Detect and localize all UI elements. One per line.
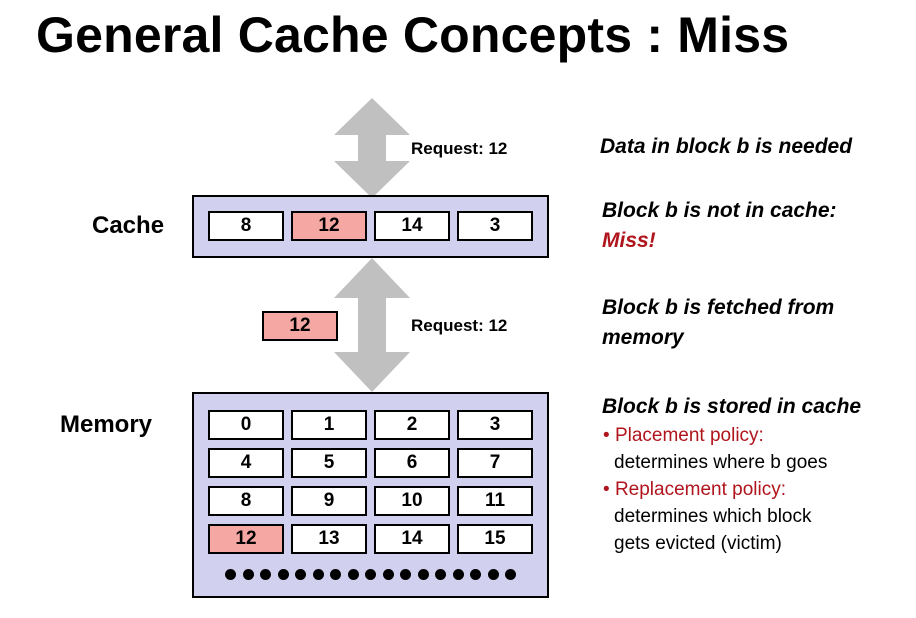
ellipsis-dot-icon	[417, 569, 429, 580]
placement-policy-body: determines where b goes	[614, 452, 828, 473]
replacement-policy-body-1: determines which block	[614, 506, 812, 527]
ellipsis-dot-icon	[347, 569, 359, 580]
note-fetched-line-2: memory	[602, 326, 684, 349]
replacement-policy-item: • Replacement policy:	[603, 477, 786, 503]
replacement-policy-body-2: gets evicted (victim)	[614, 533, 782, 554]
cache-block-cell: 12	[291, 211, 367, 241]
memory-block-cell: 14	[374, 524, 450, 554]
memory-block-cell: 7	[457, 448, 533, 478]
memory-block-cell: 13	[291, 524, 367, 554]
ellipsis-dot-icon	[330, 569, 341, 580]
memory-block-cell: 11	[457, 486, 533, 516]
cache-block-cell: 14	[374, 211, 450, 241]
ellipsis-dot-icon	[295, 569, 306, 580]
memory-block-cell: 5	[291, 448, 367, 478]
cache-block-cell: 8	[208, 211, 284, 241]
memory-label: Memory	[60, 411, 153, 438]
replacement-policy-heading: Replacement policy:	[614, 479, 787, 500]
request-label-top: Request: 12	[411, 139, 508, 158]
memory-block-cell: 3	[457, 410, 533, 440]
memory-block-cell: 12	[208, 524, 284, 554]
ellipsis-dot-icon	[365, 569, 376, 580]
memory-block-cell: 2	[374, 410, 450, 440]
note-data-needed: Data in block b is needed	[600, 135, 853, 158]
note-not-in-cache: Block b is not in cache:	[602, 199, 837, 222]
memory-block-cell: 10	[374, 486, 450, 516]
note-fetched-line-1: Block b is fetched from	[602, 296, 835, 319]
cache-label: Cache	[92, 212, 165, 239]
ellipsis-dot-icon	[225, 569, 236, 580]
cache-block-cell: 3	[457, 211, 533, 241]
ellipsis-dot-icon	[435, 569, 446, 580]
memory-block-cell: 6	[374, 448, 450, 478]
placement-policy-heading: Placement policy:	[614, 425, 764, 446]
memory-block-cell: 15	[457, 524, 533, 554]
bullet-icon: •	[603, 479, 610, 500]
ellipsis-dot-icon	[277, 569, 289, 580]
ellipsis-dot-icon	[312, 569, 324, 580]
note-miss: Miss!	[602, 229, 656, 252]
ellipsis-dot-icon	[400, 569, 411, 580]
ellipsis-dot-icon	[242, 569, 254, 580]
ellipsis-dot-icon	[470, 569, 481, 580]
ellipsis-dot-icon	[382, 569, 394, 580]
ellipsis-dot-icon	[487, 569, 499, 580]
memory-block-cell: 4	[208, 448, 284, 478]
placement-policy-item: • Placement policy:	[603, 423, 764, 449]
request-arrow-top-icon	[334, 98, 410, 198]
ellipsis-dot-icon	[505, 569, 516, 580]
bullet-icon: •	[603, 425, 610, 446]
request-label-middle: Request: 12	[411, 316, 508, 335]
request-arrow-middle-icon	[334, 258, 410, 392]
memory-block-cell: 0	[208, 410, 284, 440]
ellipsis-dot-icon	[452, 569, 464, 580]
fetched-block: 12	[262, 311, 338, 341]
page-title: General Cache Concepts : Miss	[36, 7, 790, 63]
memory-block-cell: 1	[291, 410, 367, 440]
note-stored: Block b is stored in cache	[602, 395, 862, 418]
memory-block-cell: 9	[291, 486, 367, 516]
ellipsis-dot-icon	[260, 569, 271, 580]
memory-block-cell: 8	[208, 486, 284, 516]
